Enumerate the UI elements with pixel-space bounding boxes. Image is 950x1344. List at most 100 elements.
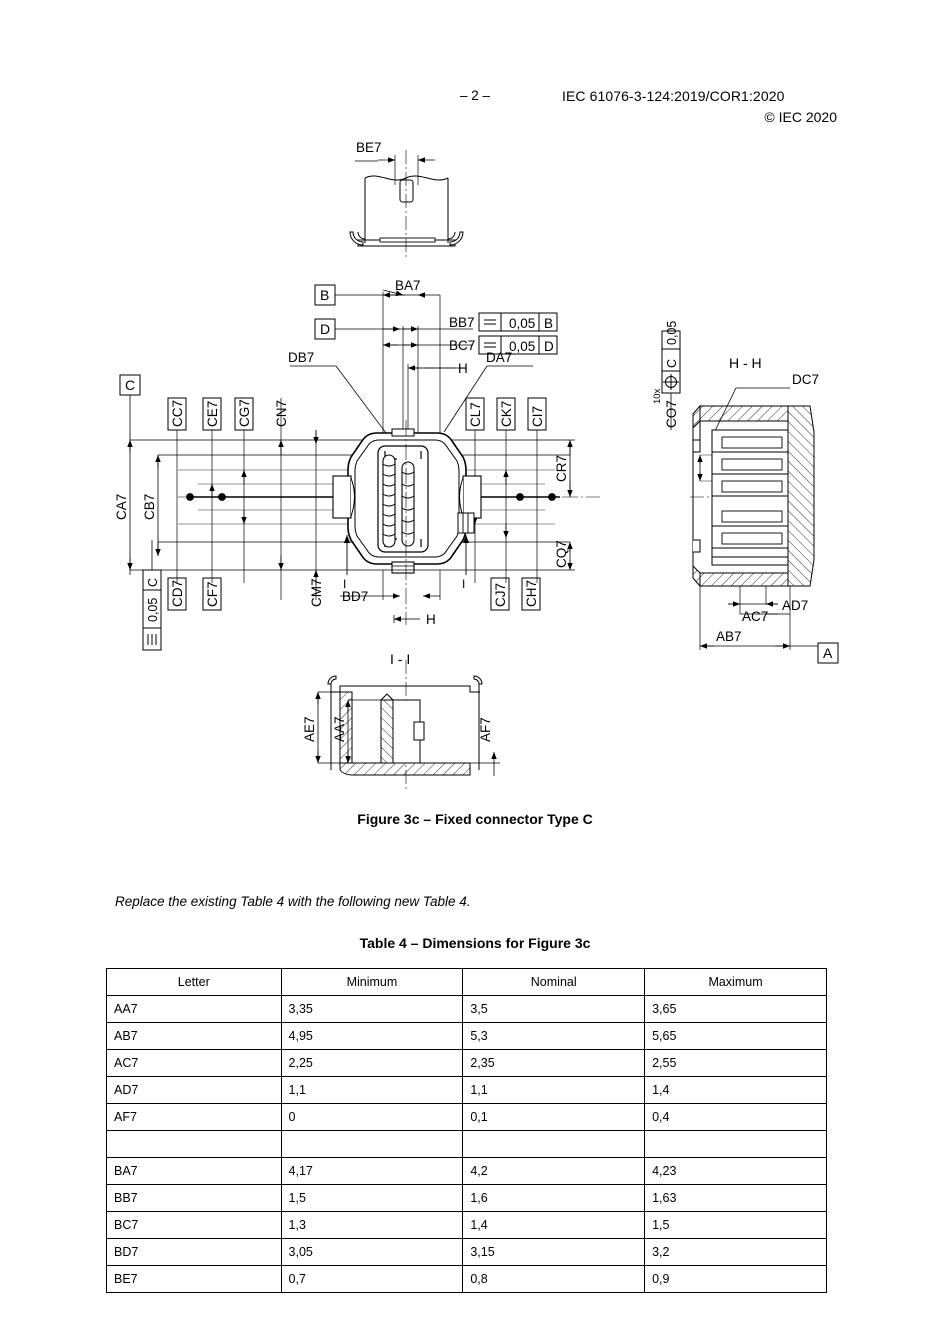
label-cq7: CQ7: [554, 540, 569, 568]
cell-letter: BB7: [106, 1184, 282, 1212]
label-cb7: CB7: [142, 494, 157, 520]
section-mark-h-bottom: H: [426, 612, 436, 627]
cell-nominal: 1,4: [462, 1211, 646, 1239]
fcf-left-tol: 0,05: [146, 598, 160, 622]
cell-nominal: 1,1: [462, 1076, 646, 1104]
section-mark-h-top: H: [458, 361, 468, 376]
cell-nominal: 0,1: [462, 1103, 646, 1131]
label-bd7: BD7: [342, 589, 368, 604]
label-cm7: CM7: [309, 578, 324, 607]
fcf-bc7-datum: D: [544, 339, 554, 354]
cell-nominal: 2,35: [462, 1049, 646, 1077]
label-cf7: CF7: [205, 581, 220, 607]
cell-letter: AC7: [106, 1049, 282, 1077]
replace-note: Replace the existing Table 4 with the fo…: [115, 894, 471, 909]
label-db7: DB7: [288, 350, 314, 365]
fcf-position-hh: [661, 330, 681, 394]
label-aa7: AA7: [332, 716, 347, 742]
standard-reference: IEC 61076-3-124:2019/COR1:2020: [562, 88, 785, 104]
cell-letter: AB7: [106, 1022, 282, 1050]
view-section-ii: [315, 660, 500, 790]
cell-maximum: 3,2: [644, 1238, 827, 1266]
label-ac7: AC7: [742, 609, 768, 624]
label-be7: BE7: [356, 140, 382, 155]
fcf-hh-datum: C: [665, 359, 679, 368]
fcf-left-symmetry: [142, 540, 162, 651]
cell-minimum: 0,7: [280, 1265, 464, 1293]
fcf-bc7: [478, 335, 558, 355]
cell-letter: BE7: [106, 1265, 282, 1293]
label-cc7: CC7: [170, 400, 185, 427]
cell-maximum: 4,23: [644, 1157, 827, 1185]
label-bb7: BB7: [449, 315, 475, 330]
view-section-hh: [661, 330, 839, 664]
cell-nominal: 0,8: [462, 1265, 646, 1293]
view-top-partial: [349, 150, 464, 258]
cell-nominal: 3,5: [462, 995, 646, 1023]
label-cl7: CL7: [468, 402, 483, 427]
label-cr7: CR7: [554, 455, 569, 482]
cell-nominal: 1,6: [462, 1184, 646, 1212]
view-main: [119, 284, 600, 651]
label-cn7: CN7: [274, 400, 289, 427]
cell-maximum: [644, 1130, 827, 1158]
cell-minimum: 4,17: [280, 1157, 464, 1185]
label-ca7: CA7: [114, 494, 129, 520]
cell-minimum: [280, 1130, 464, 1158]
cell-maximum: 1,63: [644, 1184, 827, 1212]
datum-d: D: [320, 321, 330, 337]
cell-minimum: 3,35: [280, 995, 464, 1023]
label-ce7: CE7: [205, 401, 220, 427]
cell-maximum: 0,4: [644, 1103, 827, 1131]
page-header: – 2 – IEC 61076-3-124:2019/COR1:2020 © I…: [0, 88, 950, 134]
label-ck7: CK7: [499, 401, 514, 427]
section-title-ii: I - I: [390, 651, 410, 667]
cell-maximum: 5,65: [644, 1022, 827, 1050]
label-cd7: CD7: [170, 580, 185, 607]
datum-c: C: [125, 377, 135, 393]
cell-maximum: 3,65: [644, 995, 827, 1023]
fcf-bc7-tol: 0,05: [509, 339, 535, 354]
cell-letter: AD7: [106, 1076, 282, 1104]
label-af7: AF7: [478, 717, 493, 742]
label-ad7: AD7: [782, 598, 808, 613]
cell-nominal: 4,2: [462, 1157, 646, 1185]
label-dc7: DC7: [792, 372, 819, 387]
cell-minimum: 1,3: [280, 1211, 464, 1239]
section-mark-i-left: I: [343, 577, 346, 591]
cell-nominal: [462, 1130, 646, 1158]
cell-minimum: 2,25: [280, 1049, 464, 1077]
section-title-hh: H - H: [729, 355, 762, 371]
cell-minimum: 1,5: [280, 1184, 464, 1212]
cell-minimum: 1,1: [280, 1076, 464, 1104]
cell-minimum: 0: [280, 1103, 464, 1131]
cell-maximum: 2,55: [644, 1049, 827, 1077]
column-header-minimum: Minimum: [280, 968, 464, 996]
fcf-bb7: [478, 312, 558, 332]
page-number: – 2 –: [460, 88, 491, 103]
cell-maximum: 1,5: [644, 1211, 827, 1239]
cell-letter: BD7: [106, 1238, 282, 1266]
fcf-bb7-tol: 0,05: [509, 316, 535, 331]
column-header-letter: Letter: [106, 968, 282, 996]
column-header-nominal: Nominal: [462, 968, 646, 996]
table-caption: Table 4 – Dimensions for Figure 3c: [359, 935, 591, 951]
label-da7: DA7: [486, 350, 512, 365]
cell-minimum: 4,95: [280, 1022, 464, 1050]
label-ba7: BA7: [395, 278, 421, 293]
fcf-bb7-datum: B: [544, 316, 553, 331]
fcf-left-datum: C: [146, 578, 160, 587]
label-ae7: AE7: [302, 716, 317, 742]
label-bc7: BC7: [449, 338, 475, 353]
label-co7: CO7: [664, 400, 679, 428]
